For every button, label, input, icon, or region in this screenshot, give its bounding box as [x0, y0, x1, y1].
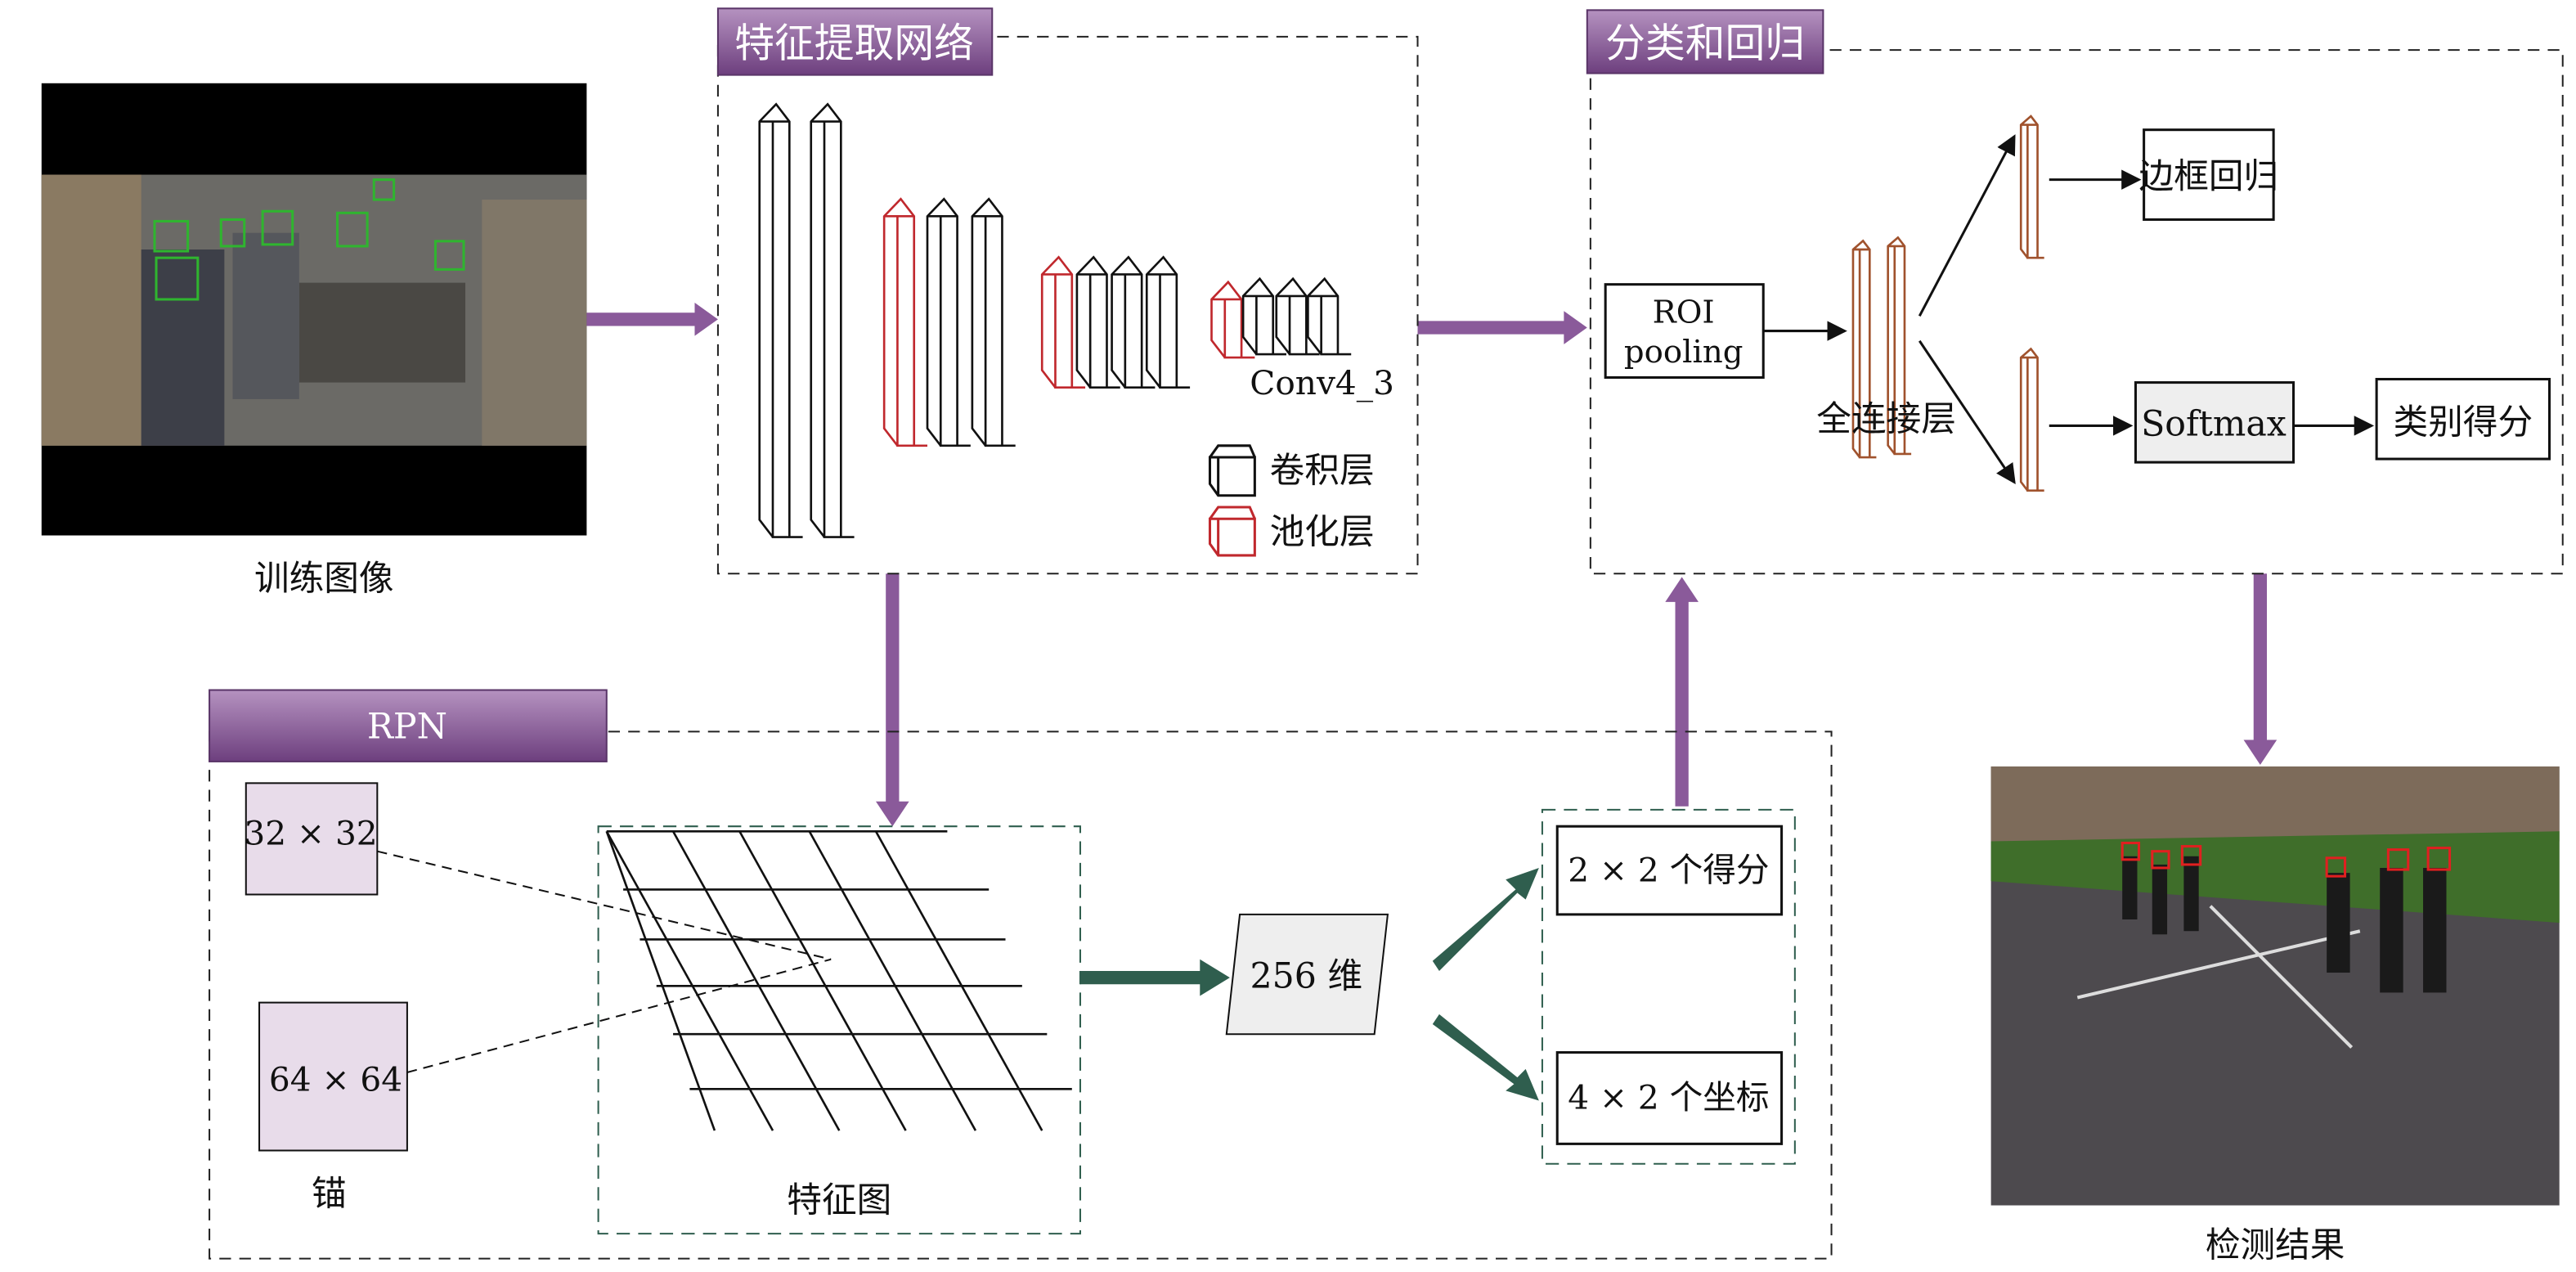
anchor-lines [377, 850, 832, 1073]
svg-text:Softmax: Softmax [2141, 404, 2287, 445]
conv-layer [1307, 276, 1352, 356]
feature-tab: 特征提取网络 [716, 7, 994, 76]
grid-line [605, 830, 716, 1131]
detection-result-image [1990, 766, 2560, 1206]
legend-pool-label: 池化层 [1270, 512, 1375, 553]
coords-box: 4 × 2 个坐标 [1555, 1051, 1784, 1145]
svg-text:64 × 64: 64 × 64 [269, 1059, 402, 1099]
svg-text:特征提取网络: 特征提取网络 [734, 20, 974, 66]
conv-layer [1111, 255, 1156, 389]
cnn-layers [758, 102, 1352, 538]
roi-pooling-box: ROI pooling [1604, 283, 1765, 380]
flow-arrows [586, 303, 2278, 827]
grid-line [874, 830, 1043, 1131]
anchor-label: 锚 [312, 1174, 347, 1215]
svg-text:4 × 2 个坐标: 4 × 2 个坐标 [1568, 1078, 1769, 1117]
conv-layer [1075, 255, 1120, 389]
conv-layer [1145, 255, 1191, 389]
conv-layer [1241, 276, 1286, 356]
feature-map-box [597, 825, 1081, 1235]
svg-text:256 维: 256 维 [1250, 955, 1363, 996]
conv-layer [1275, 276, 1320, 356]
pooling-layer [1210, 280, 1255, 359]
anchor-32: 32 × 32 [244, 782, 379, 896]
green-arrows [1079, 868, 1539, 1101]
train-image-label: 训练图像 [254, 559, 394, 600]
svg-text:ROI: ROI [1653, 294, 1715, 330]
grid-line [605, 830, 774, 1131]
detection-boxes [153, 178, 465, 301]
softmax-box: Softmax [2134, 381, 2296, 464]
rpn-tab: RPN [209, 689, 608, 762]
conv-layer [971, 197, 1016, 447]
training-image [41, 83, 587, 536]
svg-text:32 × 32: 32 × 32 [244, 814, 377, 853]
conv-layer [810, 102, 855, 538]
fc-label: 全连接层 [1816, 399, 1956, 440]
feature-extraction-box [716, 35, 1419, 575]
svg-text:类别得分: 类别得分 [2393, 402, 2533, 443]
pooling-layer [1040, 255, 1086, 389]
legend-conv-icon [1208, 444, 1256, 497]
class-score-box: 类别得分 [2375, 377, 2551, 461]
feature-map-grid [605, 829, 1072, 1131]
svg-text:RPN: RPN [367, 706, 447, 747]
rpn-box [209, 730, 1833, 1260]
legend-conv-label: 卷积层 [1270, 451, 1375, 492]
fc-layers [1851, 115, 2044, 492]
dim-256-box: 256 维 [1225, 913, 1389, 1036]
result-image-label: 检测结果 [2206, 1225, 2345, 1266]
pooling-layer [882, 197, 927, 447]
conv4-3-label: Conv4_3 [1250, 363, 1394, 402]
result-detection-boxes [2120, 841, 2452, 878]
grid-line [808, 830, 977, 1131]
anchor-64: 64 × 64 [258, 1001, 408, 1152]
classification-tab: 分类和回归 [1586, 9, 1824, 74]
svg-text:分类和回归: 分类和回归 [1605, 20, 1805, 66]
bbox-regression-box: 边框回归 [2139, 128, 2279, 221]
svg-text:2 × 2 个得分: 2 × 2 个得分 [1568, 850, 1769, 889]
grid-line [671, 830, 841, 1131]
conv-layer [926, 197, 971, 447]
classify-arrows [1763, 134, 2375, 485]
svg-text:边框回归: 边框回归 [2139, 156, 2279, 197]
classification-box [1589, 49, 2564, 575]
svg-text:pooling: pooling [1624, 334, 1743, 371]
fc-layer [1887, 236, 1912, 456]
fc-layer [2019, 347, 2044, 492]
legend-pool-icon [1208, 506, 1256, 557]
feature-map-label: 特征图 [787, 1180, 891, 1221]
grid-line [738, 830, 907, 1131]
conv-layer [758, 102, 803, 538]
fc-layer [1851, 239, 1877, 459]
scores-box: 2 × 2 个得分 [1555, 825, 1784, 916]
fc-layer [2019, 115, 2044, 259]
